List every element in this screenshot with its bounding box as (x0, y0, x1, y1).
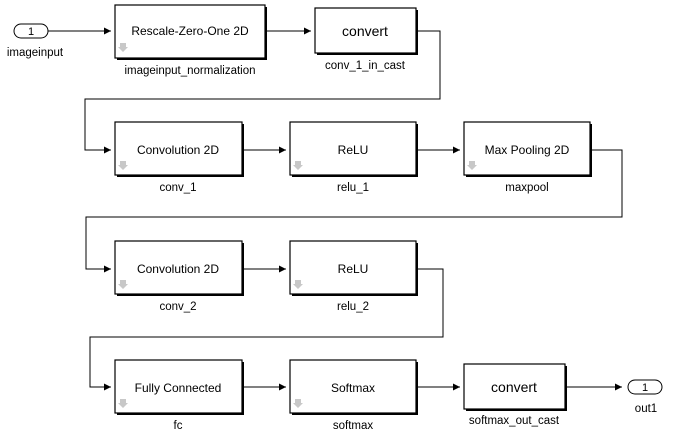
block-name: fc (174, 420, 183, 432)
block-maxpool[interactable]: Max Pooling 2D maxpool (463, 121, 592, 194)
block-imageinput-normalization[interactable]: Rescale-Zero-One 2D imageinput_normaliza… (114, 4, 267, 77)
block-name: conv_1 (159, 182, 196, 194)
block-conv-2[interactable]: Convolution 2D conv_2 (114, 240, 244, 313)
block-name: conv_1_in_cast (325, 60, 406, 72)
block-label: Rescale-Zero-One 2D (131, 24, 249, 38)
block-label: ReLU (338, 143, 369, 157)
input-port-block[interactable]: 1 imageinput (7, 23, 64, 59)
input-port-number: 1 (28, 26, 34, 38)
block-name: imageinput_normalization (124, 65, 255, 77)
block-relu-1[interactable]: ReLU relu_1 (289, 121, 418, 194)
block-name: relu_2 (337, 301, 369, 313)
block-name: maxpool (505, 182, 548, 194)
wire-maxpool-to-conv2[interactable] (85, 149, 623, 273)
wires (48, 27, 623, 391)
output-port-name: out1 (635, 403, 657, 415)
output-port-number: 1 (642, 382, 648, 394)
wire-relu2-to-fc[interactable] (89, 268, 444, 391)
block-label: Convolution 2D (137, 143, 219, 157)
down-arrow-icon (118, 161, 128, 170)
wire-convin-to-conv1[interactable] (84, 30, 441, 154)
block-fc[interactable]: Fully Connected fc (114, 359, 244, 432)
block-label: convert (342, 23, 388, 39)
block-label: Softmax (331, 381, 375, 395)
down-arrow-icon (118, 43, 128, 52)
down-arrow-icon (118, 280, 128, 289)
block-label: convert (491, 379, 537, 395)
down-arrow-icon (293, 399, 303, 408)
block-name: softmax (333, 420, 374, 432)
output-port-block[interactable]: 1 out1 (627, 379, 663, 415)
block-softmax[interactable]: Softmax softmax (289, 359, 418, 432)
block-label: ReLU (338, 262, 369, 276)
block-label: Max Pooling 2D (485, 143, 570, 157)
down-arrow-icon (293, 280, 303, 289)
block-name: softmax_out_cast (469, 415, 560, 427)
input-port-name: imageinput (7, 47, 64, 59)
block-name: conv_2 (159, 301, 196, 313)
down-arrow-icon (118, 399, 128, 408)
down-arrow-icon (467, 161, 477, 170)
block-conv-1[interactable]: Convolution 2D conv_1 (114, 121, 244, 194)
block-name: relu_1 (337, 182, 369, 194)
block-relu-2[interactable]: ReLU relu_2 (289, 240, 418, 313)
block-softmax-out-cast[interactable]: convert softmax_out_cast (463, 363, 567, 427)
block-label: Convolution 2D (137, 262, 219, 276)
block-conv-1-in-cast[interactable]: convert conv_1_in_cast (314, 7, 418, 72)
down-arrow-icon (293, 161, 303, 170)
block-label: Fully Connected (135, 381, 222, 395)
